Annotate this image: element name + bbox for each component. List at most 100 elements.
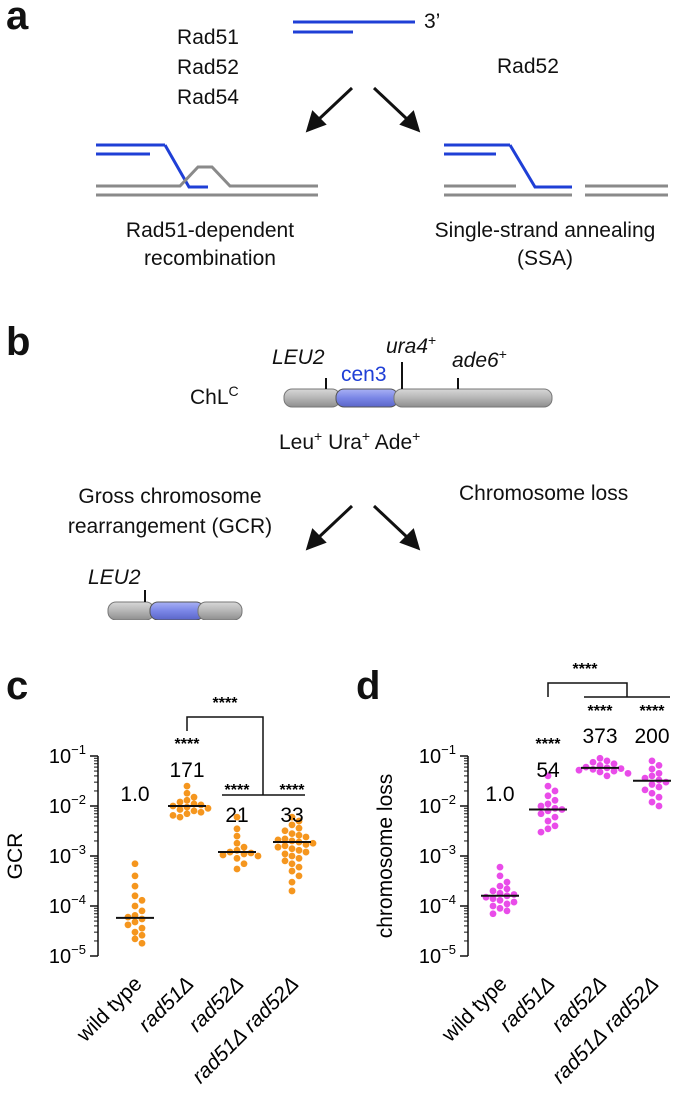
data-point	[544, 782, 552, 790]
data-point	[233, 839, 241, 847]
data-point	[489, 902, 497, 910]
data-point	[288, 821, 296, 829]
data-point	[603, 772, 611, 780]
data-point	[233, 832, 241, 840]
data-point	[648, 789, 656, 797]
data-point	[254, 852, 262, 860]
y-tick-label: 10−4	[49, 892, 86, 918]
data-point	[138, 939, 146, 947]
data-point	[138, 924, 146, 932]
chromosome-chlc	[283, 362, 553, 408]
data-point	[281, 850, 289, 858]
protein-rad51: Rad51	[177, 26, 239, 49]
category-label: wild type	[72, 972, 147, 1047]
data-point	[281, 827, 289, 835]
data-point	[190, 807, 198, 815]
chl-text: ChL	[190, 386, 229, 409]
data-point	[131, 860, 139, 868]
data-point	[131, 902, 139, 910]
data-point	[537, 802, 545, 810]
y-tick-label: 10−4	[419, 892, 456, 918]
y-axis-title: chromosome loss	[374, 774, 397, 939]
three-prime-label: 3’	[424, 10, 441, 33]
data-point	[295, 854, 303, 862]
data-point	[138, 896, 146, 904]
data-point	[655, 761, 663, 769]
data-point	[544, 800, 552, 808]
ade6-text: ade6	[452, 349, 499, 372]
data-point	[624, 769, 632, 777]
panel-b-letter: b	[6, 320, 31, 364]
data-point	[510, 891, 518, 898]
data-point	[489, 887, 497, 895]
data-point	[288, 830, 296, 838]
chl-sup: C	[228, 383, 239, 399]
fold-change-label: 171	[169, 759, 204, 782]
data-point	[648, 798, 656, 806]
fold-change-label: 54	[536, 759, 560, 782]
panel-b-diagram	[107, 362, 553, 620]
fold-change-label: 1.0	[120, 783, 149, 806]
data-point	[603, 757, 611, 765]
gcr-leu2-label: LEU2	[88, 566, 141, 589]
data-point	[281, 857, 289, 865]
category-label: rad51Δ	[495, 972, 559, 1036]
protein-rad52: Rad52	[177, 56, 239, 79]
panel-d-letter: d	[356, 664, 381, 708]
data-point	[496, 872, 504, 880]
outcome-line: recombination	[144, 247, 276, 270]
data-point	[295, 831, 303, 839]
data-point	[288, 837, 296, 845]
data-point	[655, 769, 663, 777]
data-point	[537, 810, 545, 818]
data-point	[233, 813, 241, 821]
data-point	[288, 887, 296, 895]
data-point	[489, 910, 497, 918]
data-point	[288, 878, 296, 886]
data-point	[233, 854, 241, 862]
data-point	[655, 783, 663, 791]
arrow-left-head	[305, 110, 327, 133]
bracket-line	[547, 682, 628, 697]
fold-change-label: 21	[225, 804, 248, 827]
data-point	[131, 928, 139, 936]
arrow-left-line	[316, 86, 354, 122]
data-point	[544, 825, 552, 833]
data-point	[503, 907, 511, 915]
significance-label: ****	[225, 782, 251, 799]
y-tick-label: 10−5	[49, 942, 86, 968]
data-point	[655, 802, 663, 810]
arrow-loss-head	[399, 528, 421, 551]
data-point	[183, 789, 191, 797]
data-point	[610, 767, 618, 775]
rad51-intermediate	[96, 143, 318, 197]
significance-label: ****	[588, 703, 614, 720]
data-point	[233, 865, 241, 873]
data-point	[503, 878, 511, 886]
data-point	[295, 872, 303, 880]
y-tick-label: 10−5	[419, 942, 456, 968]
bracket-significance: ****	[573, 663, 599, 678]
data-point	[551, 813, 559, 821]
ura4-text: ura4	[386, 335, 429, 358]
data-point	[551, 787, 559, 795]
cen3-label: cen3	[341, 363, 387, 386]
data-point	[138, 907, 146, 915]
data-point	[655, 793, 663, 801]
data-point	[288, 813, 296, 821]
outcome-line: (SSA)	[516, 247, 573, 270]
significance-label: ****	[536, 736, 562, 753]
data-point	[309, 839, 317, 847]
data-point	[648, 772, 656, 780]
pheno-sup: +	[314, 428, 323, 444]
data-point	[295, 863, 303, 871]
data-point	[219, 851, 227, 859]
data-point	[295, 817, 303, 825]
data-point	[537, 828, 545, 836]
data-point	[641, 786, 649, 794]
data-point	[197, 801, 205, 809]
y-tick-label: 10−3	[419, 842, 456, 868]
arrow-gcr-line	[316, 504, 354, 540]
pheno-leu: Leu	[279, 431, 315, 454]
